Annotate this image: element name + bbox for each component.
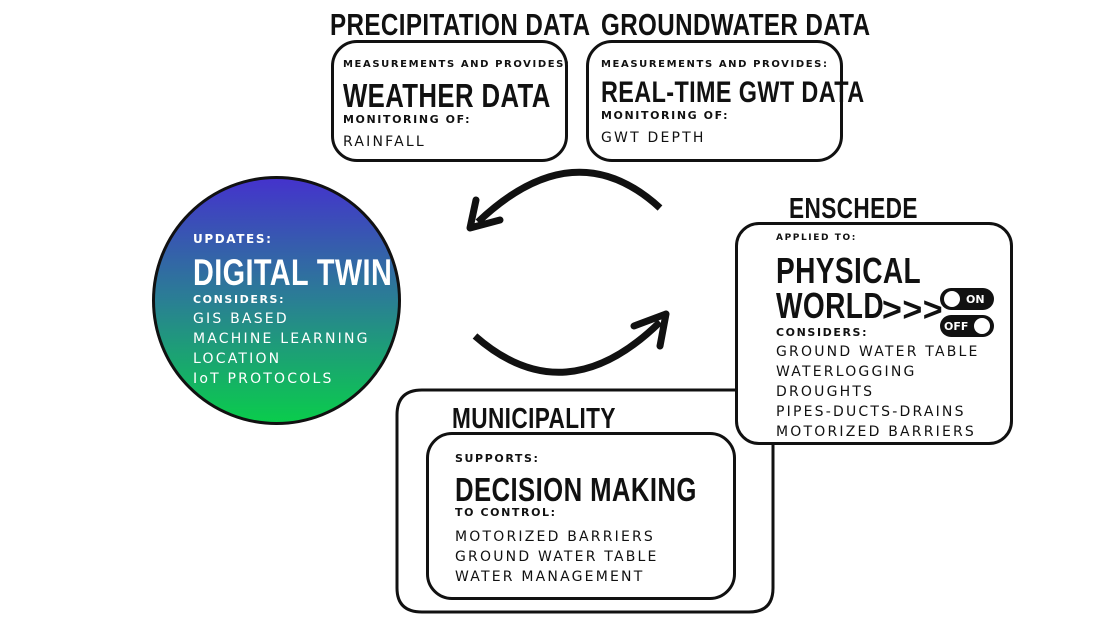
label: CONSIDERS: [193, 293, 286, 306]
list-item: WATERLOGGING [776, 364, 917, 380]
groundwater-box: MEASUREMENTS AND PROVIDES: REAL-TIME GWT… [586, 40, 864, 162]
cycle-arrow-top [475, 168, 663, 225]
precipitation-title: PRECIPITATION DATA [330, 7, 591, 42]
municipality-title: MUNICIPALITY [452, 403, 616, 435]
toggle-label: ON [966, 292, 985, 306]
list-item: MOTORIZED BARRIERS [455, 529, 656, 545]
municipality-outer-outline [395, 388, 775, 614]
on-toggle[interactable]: ON [940, 288, 994, 310]
label: CONSIDERS: [776, 326, 869, 339]
digital-twin-circle: UPDATES: DIGITAL TWIN CONSIDERS: GIS BAS… [152, 176, 401, 425]
cycle-arrow-bottom [472, 319, 663, 376]
list-item: MOTORIZED BARRIERS [776, 424, 977, 440]
toggle-label: OFF [944, 319, 969, 333]
cycle-arrow-top-head [466, 196, 504, 232]
list-item: GROUND WATER TABLE [776, 344, 980, 360]
headline: DIGITAL TWIN [193, 252, 393, 293]
label: TO CONTROL: [455, 506, 557, 519]
headline: DECISION MAKING [455, 471, 697, 508]
label: APPLIED TO: [776, 233, 857, 243]
list-item: DROUGHTS [776, 384, 875, 400]
off-toggle[interactable]: OFF [940, 315, 994, 337]
list-item: LOCATION [193, 351, 282, 367]
list-item: IoT PROTOCOLS [193, 371, 334, 387]
label: MEASUREMENTS AND PROVIDES: [601, 59, 829, 70]
headline: PHYSICAL [776, 250, 922, 291]
label: SUPPORTS: [455, 452, 540, 465]
list-item: PIPES-DUCTS-DRAINS [776, 404, 966, 420]
label: MEASUREMENTS AND PROVIDES: [343, 59, 571, 70]
list-item: GWT DEPTH [601, 130, 706, 146]
toggle-knob [974, 318, 990, 334]
list-item: MACHINE LEARNING [193, 331, 370, 347]
headline: WEATHER DATA [343, 77, 551, 114]
chevrons-icon: >>> [882, 291, 944, 329]
municipality-box: SUPPORTS: DECISION MAKING TO CONTROL: MO… [426, 432, 736, 600]
label: MONITORING OF: [343, 113, 472, 126]
label: MONITORING OF: [601, 109, 730, 122]
enschede-title: ENSCHEDE [789, 193, 918, 225]
list-item: GIS BASED [193, 311, 289, 327]
label: UPDATES: [193, 232, 273, 246]
list-item: WATER MANAGEMENT [455, 569, 645, 585]
groundwater-title: GROUNDWATER DATA [601, 7, 871, 42]
toggle-knob [944, 291, 960, 307]
headline: REAL-TIME GWT DATA [601, 76, 865, 109]
list-item: RAINFALL [343, 134, 426, 150]
precipitation-box: MEASUREMENTS AND PROVIDES: WEATHER DATA … [331, 40, 571, 162]
enschede-box: APPLIED TO: PHYSICAL WORLD >>> ON OFF CO… [735, 222, 1013, 445]
list-item: GROUND WATER TABLE [455, 549, 659, 565]
cycle-arrow-bottom-head [630, 310, 670, 350]
headline: WORLD [776, 285, 885, 326]
